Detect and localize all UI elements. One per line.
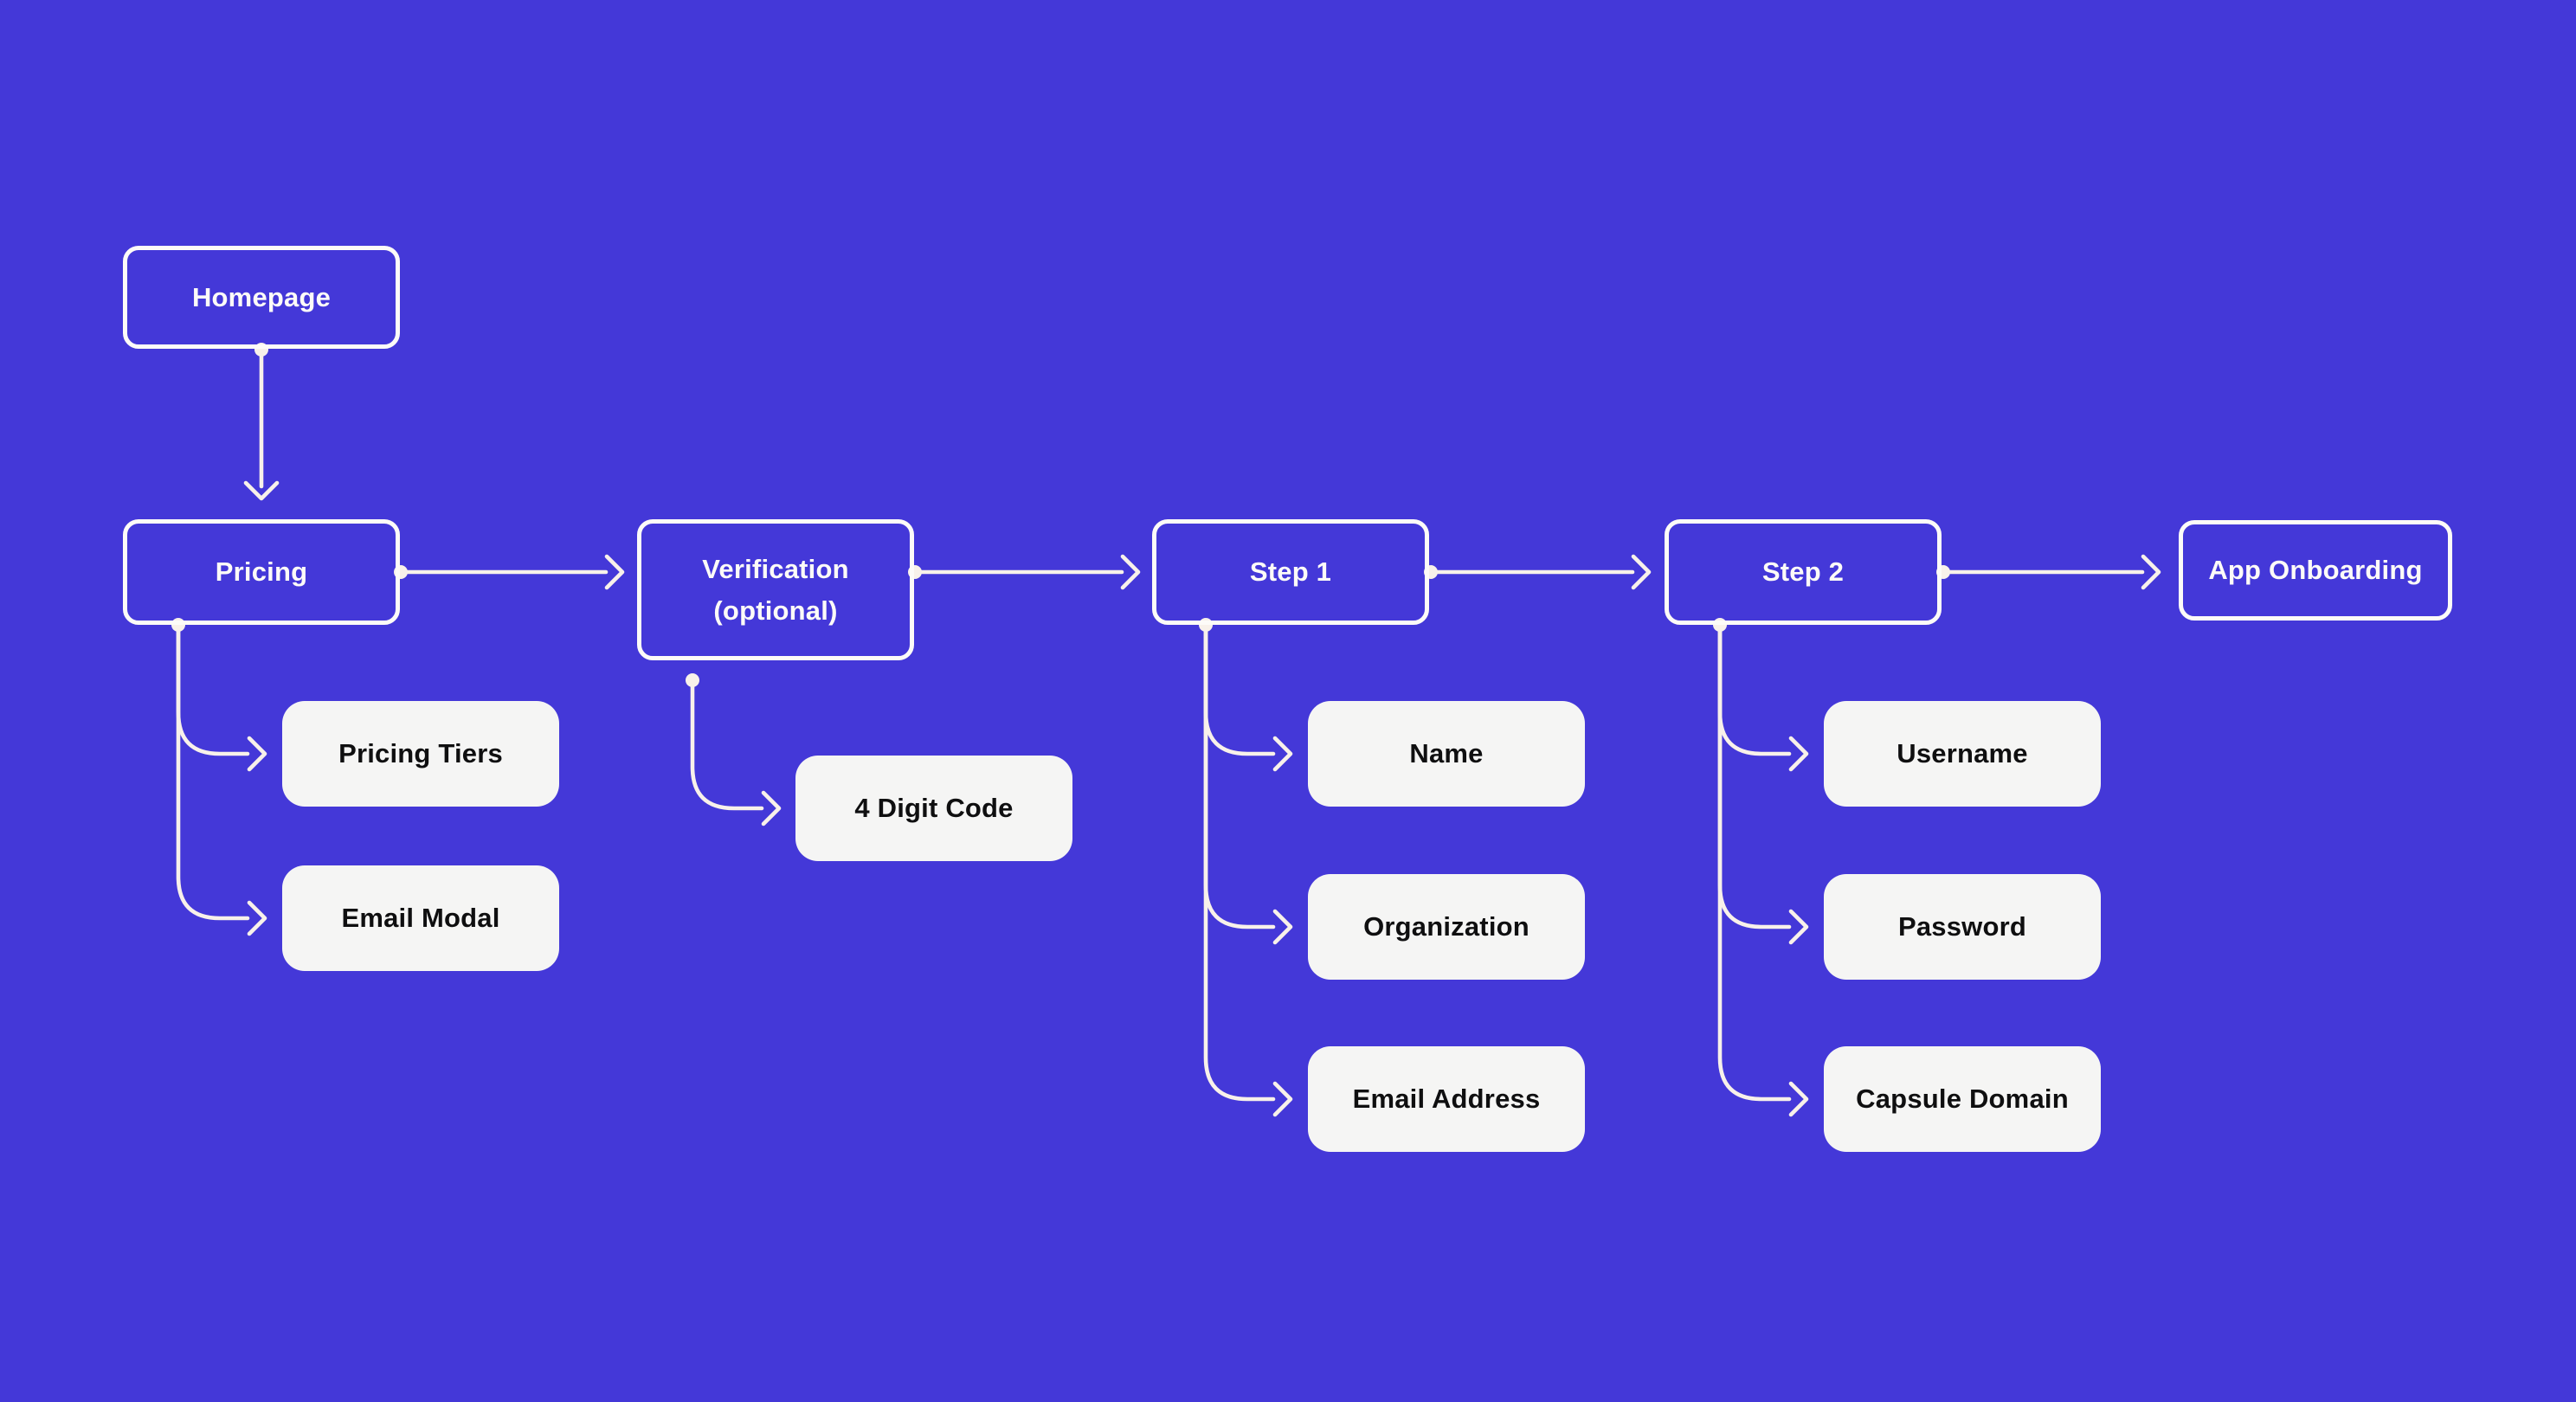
connector-line <box>1717 627 1792 756</box>
edge-pricing-pricing-tiers <box>171 618 267 772</box>
node-label: Username <box>1897 738 2028 769</box>
node-label: Password <box>1897 911 2027 942</box>
edge-homepage-pricing <box>243 343 280 501</box>
node-organization: Organization <box>1308 874 1585 980</box>
arrowhead-right-icon <box>1788 736 1809 772</box>
node-capsule-domain: Capsule Domain <box>1824 1046 2101 1152</box>
node-label: Homepage <box>191 281 332 312</box>
edge-verification-step1 <box>908 554 1141 590</box>
edge-step1-name <box>1199 618 1293 772</box>
node-step1: Step 1 <box>1152 519 1429 625</box>
arrowhead-right-icon <box>1788 909 1809 945</box>
arrowhead-right-icon <box>247 736 267 772</box>
edge-step2-app-onboarding <box>1936 554 2161 590</box>
node-username: Username <box>1824 701 2101 807</box>
edge-pricing-verification <box>394 554 625 590</box>
arrowhead-right-icon <box>1272 736 1293 772</box>
edge-step2-capsule-domain <box>1717 627 1809 1117</box>
node-email-address: Email Address <box>1308 1046 1585 1152</box>
edge-pricing-email-modal <box>176 627 267 936</box>
arrowhead-right-icon <box>1788 1081 1809 1117</box>
node-label: Step 2 <box>1761 556 1845 587</box>
arrowhead-right-icon <box>604 554 625 590</box>
edge-step1-step2 <box>1424 554 1652 590</box>
node-label: Email Address <box>1352 1084 1541 1114</box>
node-label: Email Modal <box>341 903 500 933</box>
arrowhead-down-icon <box>243 480 280 501</box>
node-label: Pricing <box>215 556 308 587</box>
node-name: Name <box>1308 701 1585 807</box>
edge-step2-password <box>1717 627 1809 945</box>
node-email-modal: Email Modal <box>282 865 559 971</box>
edge-step2-username <box>1713 618 1809 772</box>
connector-line <box>1717 627 1792 1102</box>
node-step2: Step 2 <box>1665 519 1942 625</box>
node-label: Organization <box>1363 911 1530 942</box>
connector-line <box>176 627 250 756</box>
node-label: Name <box>1409 738 1484 769</box>
node-password: Password <box>1824 874 2101 980</box>
node-label: Verification <box>702 553 849 584</box>
connector-line <box>690 683 764 811</box>
connector-line <box>1717 627 1792 929</box>
arrowhead-right-icon <box>1272 1081 1293 1117</box>
arrowhead-right-icon <box>1272 909 1293 945</box>
arrowhead-right-icon <box>1631 554 1652 590</box>
arrowhead-right-icon <box>2141 554 2161 590</box>
arrowhead-right-icon <box>761 790 782 826</box>
node-label: Capsule Domain <box>1856 1084 2069 1114</box>
node-label: Pricing Tiers <box>338 738 503 769</box>
connector-dot <box>686 673 699 687</box>
node-label: 4 Digit Code <box>854 793 1014 823</box>
edge-step1-email-address <box>1203 627 1293 1117</box>
connector-line <box>1203 627 1276 1102</box>
arrowhead-right-icon <box>247 900 267 936</box>
connector-line <box>1203 627 1276 929</box>
node-app-onboarding: App Onboarding <box>2179 520 2452 621</box>
node-verification: Verification (optional) <box>637 519 914 660</box>
node-pricing: Pricing <box>123 519 400 625</box>
connector-line <box>176 627 250 921</box>
node-label-line2: (optional) <box>713 595 838 626</box>
edge-step1-organization <box>1203 627 1293 945</box>
node-label: App Onboarding <box>2208 555 2423 585</box>
node-pricing-tiers: Pricing Tiers <box>282 701 559 807</box>
node-label: Step 1 <box>1249 556 1332 587</box>
node-homepage: Homepage <box>123 246 400 349</box>
edge-verification-4-digit-code <box>686 673 782 826</box>
connector-line <box>1203 627 1276 756</box>
node-4-digit-code: 4 Digit Code <box>795 756 1072 861</box>
arrowhead-right-icon <box>1120 554 1141 590</box>
